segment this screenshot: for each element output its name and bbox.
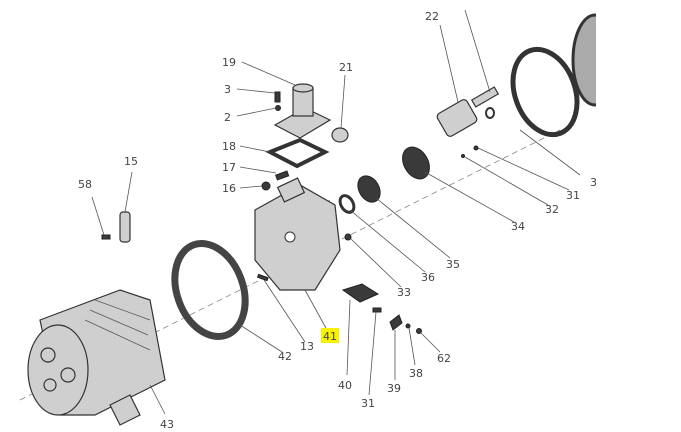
callout-35: 35	[446, 258, 460, 271]
callout-cut-off: 3	[590, 176, 597, 189]
gasket-42	[171, 240, 249, 340]
impeller-35	[357, 175, 381, 203]
seal-36	[338, 194, 356, 214]
screw-31b	[372, 307, 382, 313]
callout-21: 21	[339, 61, 353, 74]
callout-62: 62	[437, 352, 451, 365]
callout-18: 18	[222, 140, 236, 153]
diaphragm-34	[402, 146, 430, 180]
nozzle-22	[436, 86, 500, 137]
callout-16: 16	[222, 182, 236, 195]
flange-19	[273, 83, 332, 139]
callout-36: 36	[421, 271, 435, 284]
pin-13	[256, 273, 269, 282]
callout-41-highlight	[321, 328, 339, 343]
callout-19: 19	[222, 56, 236, 69]
callout-22: 22	[425, 10, 439, 23]
callout-32: 32	[545, 203, 559, 216]
pin-32	[461, 154, 465, 158]
oring	[485, 107, 495, 119]
part-33	[344, 233, 352, 241]
callout-33: 33	[397, 286, 411, 299]
nut-62	[416, 328, 422, 334]
callout-3: 3	[224, 83, 231, 96]
callout-31-bottom: 31	[361, 397, 375, 410]
leader-lines	[91, 9, 581, 415]
pump-body-41	[254, 177, 341, 291]
callout-2: 2	[224, 111, 231, 124]
drain-15	[119, 211, 131, 243]
part-39	[389, 314, 403, 331]
callout-41: 41	[323, 330, 337, 343]
callout-13: 13	[300, 340, 314, 353]
gasket-18	[265, 137, 330, 169]
plug-58	[101, 234, 111, 240]
screw-3	[274, 91, 281, 103]
callout-31-top: 31	[566, 189, 580, 202]
motor-housing-43	[27, 289, 166, 426]
callout-15: 15	[124, 155, 138, 168]
bolt-17	[275, 170, 290, 181]
cover-40	[341, 283, 380, 303]
washer-2	[275, 105, 281, 111]
callout-34: 34	[511, 220, 525, 233]
screw-31	[473, 145, 479, 151]
nut-16	[261, 181, 271, 191]
plug-21	[331, 127, 349, 143]
callout-43: 43	[160, 418, 174, 431]
callout-17: 17	[222, 161, 236, 174]
diffuser	[510, 46, 580, 138]
washer-38	[405, 323, 411, 329]
callout-42: 42	[278, 350, 292, 363]
callout-58: 58	[78, 178, 92, 191]
callout-39: 39	[387, 382, 401, 395]
callout-40: 40	[338, 379, 352, 392]
callout-38: 38	[409, 367, 423, 380]
